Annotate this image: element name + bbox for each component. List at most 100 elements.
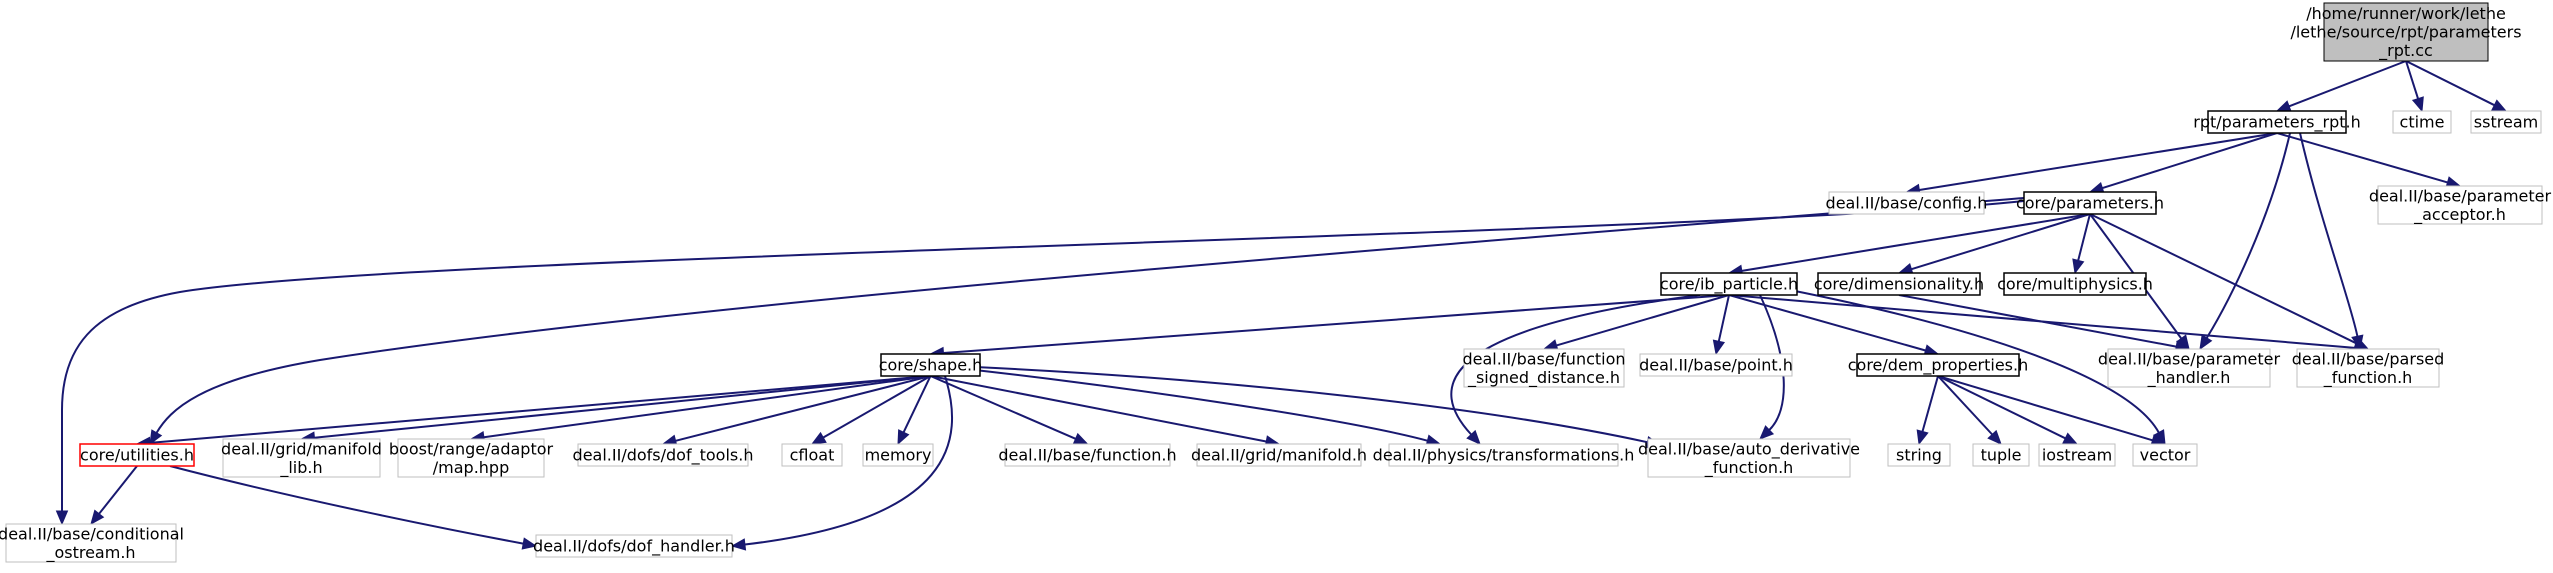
edge-arrowhead	[897, 429, 910, 446]
edge-line	[2077, 213, 2091, 261]
node-box	[1972, 443, 2030, 467]
node-box	[2470, 110, 2542, 134]
edge-line	[675, 375, 931, 442]
edge-rpt_params-to-param_acceptor	[2276, 132, 2462, 189]
node-label-line: /lethe/source/rpt/parameters	[2290, 23, 2521, 42]
node-label-line: core/shape.h	[879, 356, 983, 375]
edge-core_params-to-utilities	[149, 197, 2025, 446]
node-core-params[interactable]: core/parameters.h	[2016, 191, 2164, 215]
edge-dimensionality-to-param_handler	[1898, 294, 2191, 353]
node-box	[1639, 353, 1793, 377]
node-dem-props[interactable]: core/dem_properties.h	[1848, 353, 2029, 377]
node-label-line: vector	[2140, 446, 2191, 465]
node-box	[577, 443, 749, 467]
edge-rpt_params-to-config	[1905, 132, 2278, 197]
node-ib-particle[interactable]: core/ib_particle.h	[1660, 272, 1798, 296]
node-label-line: cfloat	[790, 446, 835, 465]
edge-shape-to-function	[930, 375, 1089, 445]
node-root[interactable]: /home/runner/work/lethe/lethe/source/rpt…	[2290, 2, 2522, 62]
edge-dem_props-to-string	[1916, 375, 1939, 446]
edge-ib_particle-to-parsed_function	[1728, 294, 2370, 355]
node-box	[1856, 353, 2020, 377]
edge-line	[483, 375, 931, 439]
node-label-line: _handler.h	[2147, 368, 2231, 388]
edge-line	[155, 197, 2025, 434]
node-box	[2003, 272, 2147, 296]
edge-line	[61, 200, 2025, 511]
node-box	[862, 443, 934, 467]
edge-arrowhead	[1759, 425, 1775, 440]
edge-line	[930, 375, 1076, 440]
edge-line	[2405, 60, 2419, 99]
node-rpt-params[interactable]: rpt/parameters_rpt.h	[2193, 110, 2361, 134]
node-label-line: _function.h	[2323, 368, 2413, 388]
node-box	[2023, 191, 2157, 215]
node-memory: memory	[862, 443, 934, 467]
node-multiphysics[interactable]: core/multiphysics.h	[1997, 272, 2153, 296]
node-box	[397, 438, 545, 478]
edge-line	[169, 465, 524, 545]
node-box	[1828, 191, 1985, 215]
node-box	[1388, 443, 1619, 467]
node-label-line: _acceptor.h	[2413, 205, 2506, 225]
node-iostream: iostream	[2038, 443, 2116, 467]
node-label-line: deal.II/base/config.h	[1826, 194, 1988, 213]
node-box	[1817, 272, 1981, 296]
edges-layer	[55, 60, 2508, 551]
node-cond-ostream: deal.II/base/conditional_ostream.h	[0, 523, 184, 563]
edge-dem_props-to-iostream	[1937, 375, 2079, 445]
node-label-line: ctime	[2400, 113, 2445, 132]
edge-line	[1921, 375, 1939, 432]
edge-line	[1937, 375, 1993, 436]
edge-ib_particle-to-point	[1712, 294, 1730, 356]
node-box	[1887, 443, 1951, 467]
node-dimensionality[interactable]: core/dimensionality.h	[1814, 272, 1984, 296]
edge-line	[1789, 289, 2160, 434]
edge-rpt_params-to-core_params	[2088, 132, 2278, 194]
node-label-line: core/parameters.h	[2016, 194, 2164, 213]
node-label-line: deal.II/base/parameter	[2369, 186, 2552, 205]
edge-arrowhead	[2072, 258, 2085, 275]
node-box	[1660, 272, 1798, 296]
edge-line	[943, 294, 1730, 354]
node-label-line: deal.II/grid/manifold.h	[1191, 446, 1367, 465]
node-box	[2323, 2, 2489, 62]
edge-line	[2299, 132, 2359, 337]
node-manifold: deal.II/grid/manifold.h	[1191, 443, 1367, 467]
node-label-line: deal.II/base/conditional	[0, 524, 184, 543]
node-config: deal.II/base/config.h	[1826, 191, 1988, 215]
node-point: deal.II/base/point.h	[1639, 353, 1793, 377]
node-label-line: _ostream.h	[45, 543, 135, 563]
edge-arrowhead	[1466, 429, 1481, 445]
edge-line	[1741, 213, 2091, 272]
edge-line	[1728, 294, 1926, 352]
node-label-line: tuple	[1981, 446, 2022, 465]
node-vector: vector	[2132, 443, 2198, 467]
edge-line	[314, 375, 931, 439]
edge-arrowhead	[55, 510, 69, 526]
node-manifold-lib: deal.II/grid/manifold_lib.h	[221, 438, 382, 478]
edge-line	[930, 375, 1267, 443]
edge-line	[2102, 132, 2278, 190]
node-box	[535, 534, 733, 558]
node-utilities[interactable]: core/utilities.h	[79, 443, 195, 467]
edge-line	[2288, 60, 2407, 108]
edge-shape-to-manifold_lib	[300, 375, 931, 444]
node-func-sd: deal.II/base/function_signed_distance.h	[1462, 348, 1626, 388]
node-label-line: deal.II/physics/transformations.h	[1373, 446, 1635, 465]
edge-line	[2276, 132, 2448, 184]
edge-arrowhead	[810, 431, 827, 445]
edge-line	[98, 465, 138, 515]
node-box	[1196, 443, 1362, 467]
node-label-line: memory	[865, 446, 932, 465]
node-tuple: tuple	[1972, 443, 2030, 467]
edge-arrowhead	[730, 538, 747, 551]
node-string: string	[1887, 443, 1951, 467]
edge-core_params-to-multiphysics	[2072, 213, 2091, 275]
node-shape[interactable]: core/shape.h	[879, 353, 983, 377]
edge-rpt_params-to-param_handler	[2199, 132, 2291, 351]
node-box	[79, 443, 195, 467]
node-label-line: _signed_distance.h	[1467, 368, 1620, 388]
node-label-line: _rpt.cc	[2378, 41, 2433, 61]
